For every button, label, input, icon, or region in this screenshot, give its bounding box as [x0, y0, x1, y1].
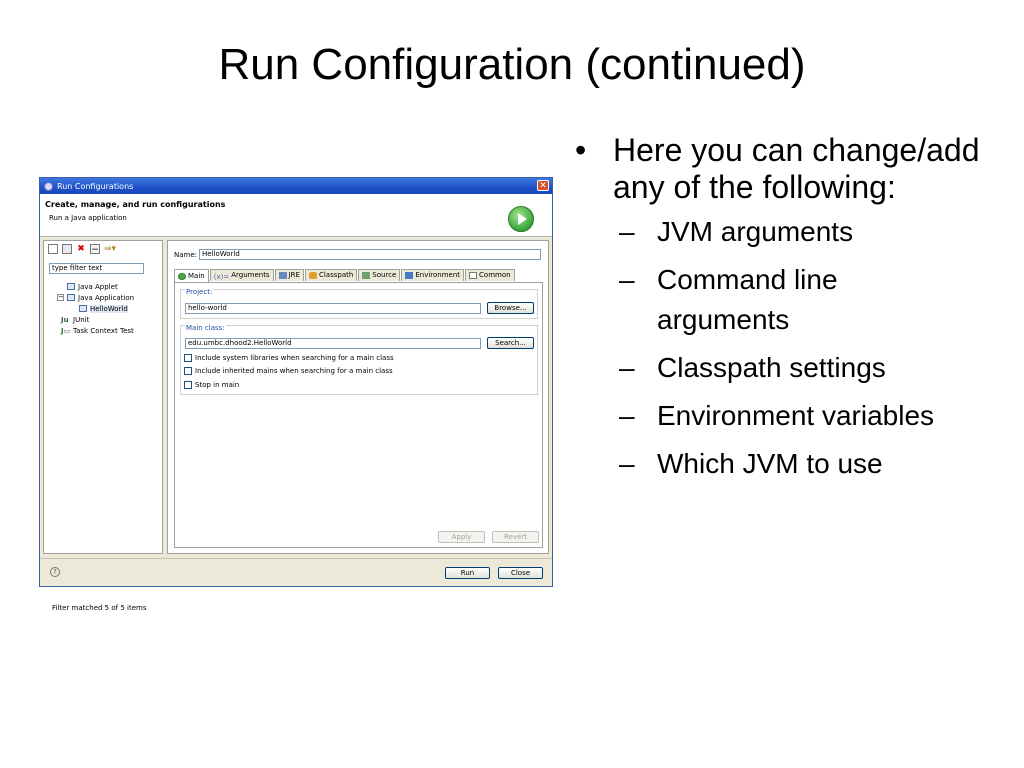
collapse-all-icon[interactable]: − — [90, 244, 100, 255]
dialog-button-bar: ? Run Close — [40, 558, 552, 587]
task-context-icon: J▭ — [61, 326, 71, 335]
main-class-label: Main class: — [185, 324, 226, 332]
configuration-detail-panel: Name: HelloWorld Main (x)= Arguments JRE… — [167, 240, 549, 554]
sub-bullet-jvm-arguments: – JVM arguments — [575, 212, 967, 252]
sub-bullet-which-jvm: – Which JVM to use — [575, 444, 967, 484]
java-class-icon — [79, 305, 87, 312]
dialog-titlebar[interactable]: Run Configurations ✕ — [40, 178, 552, 194]
junit-icon: Ju — [61, 315, 69, 324]
common-tab-icon — [469, 272, 478, 279]
sub-bullet-environment-variables: – Environment variables — [575, 396, 967, 436]
revert-button[interactable]: Revert — [492, 531, 539, 543]
tree-item-java-application[interactable]: − Java Application — [57, 293, 135, 302]
tab-source[interactable]: Source — [358, 269, 401, 281]
config-tree: Java Applet − Java Application HelloWorl… — [49, 281, 134, 336]
arguments-tab-icon: (x)= — [213, 273, 230, 281]
bullet-dot: • — [575, 132, 587, 168]
bullet-list: • Here you can change/add any of the fol… — [575, 132, 1015, 484]
project-group: Project: hello-world Browse... — [180, 288, 538, 319]
bullet-dash: – — [619, 352, 635, 383]
bullet-dash: – — [619, 400, 635, 431]
include-system-libs-checkbox[interactable]: Include system libraries when searching … — [184, 354, 394, 362]
tree-item-task-context-test[interactable]: J▭ Task Context Test — [61, 326, 134, 335]
name-input[interactable]: HelloWorld — [199, 249, 541, 260]
config-toolbar: ✖ − ⇛▾ — [44, 241, 162, 257]
filter-status: Filter matched 5 of 5 items — [52, 604, 147, 612]
project-input[interactable]: hello-world — [185, 303, 481, 314]
run-button[interactable]: Run — [445, 567, 490, 579]
browse-button[interactable]: Browse... — [487, 302, 534, 314]
bullet-dash: – — [619, 216, 635, 247]
close-button[interactable]: Close — [498, 567, 543, 579]
checkbox-box[interactable] — [184, 367, 192, 375]
tab-main[interactable]: Main — [174, 269, 209, 282]
filter-input[interactable]: type filter text — [49, 263, 144, 274]
tab-jre[interactable]: JRE — [274, 269, 304, 281]
config-tabs: Main (x)= Arguments JRE Classpath Source… — [174, 269, 516, 282]
dialog-header: Create, manage, and run configurations R… — [40, 194, 552, 237]
tree-item-junit[interactable]: Ju JUnit — [61, 315, 90, 324]
environment-tab-icon — [405, 272, 414, 279]
tab-common[interactable]: Common — [465, 269, 515, 281]
main-tab-content: Project: hello-world Browse... Main clas… — [174, 282, 543, 548]
jre-tab-icon — [278, 272, 287, 279]
bullet-dash: – — [619, 264, 635, 295]
classpath-tab-icon — [308, 272, 317, 279]
collapse-toggle-icon[interactable]: − — [57, 293, 64, 301]
java-applet-icon — [67, 283, 75, 290]
tab-arguments[interactable]: (x)= Arguments — [209, 269, 274, 281]
help-icon[interactable]: ? — [50, 567, 60, 577]
main-class-input[interactable]: edu.umbc.dhood2.HelloWorld — [185, 338, 481, 349]
run-icon — [508, 206, 534, 232]
new-config-icon[interactable] — [48, 244, 58, 254]
tree-item-helloworld[interactable]: HelloWorld — [49, 303, 134, 314]
bullet-intro: • Here you can change/add any of the fol… — [575, 132, 980, 205]
main-class-group: Main class: edu.umbc.dhood2.HelloWorld S… — [180, 324, 538, 395]
project-label: Project: — [185, 288, 214, 296]
source-tab-icon — [362, 272, 371, 279]
sub-bullet-classpath-settings: – Classpath settings — [575, 348, 967, 388]
include-inherited-mains-checkbox[interactable]: Include inherited mains when searching f… — [184, 367, 393, 375]
checkbox-box[interactable] — [184, 354, 192, 362]
slide-title: Run Configuration (continued) — [218, 40, 806, 89]
eclipse-icon — [44, 181, 53, 191]
name-label: Name: — [174, 251, 198, 259]
java-application-icon — [67, 294, 75, 301]
stop-in-main-checkbox[interactable]: Stop in main — [184, 381, 239, 389]
header-subtitle: Run a Java application — [49, 214, 127, 222]
main-tab-icon — [178, 272, 186, 280]
duplicate-config-icon[interactable] — [62, 244, 72, 254]
dialog-title: Run Configurations — [57, 181, 134, 191]
filter-icon[interactable]: ⇛▾ — [104, 244, 117, 254]
run-configurations-dialog: Run Configurations ✕ Create, manage, and… — [39, 177, 553, 612]
bullet-dash: – — [619, 448, 635, 479]
configuration-list-panel: ✖ − ⇛▾ type filter text Java Applet − Ja… — [43, 240, 163, 612]
sub-bullet-command-line-arguments: – Command line arguments — [575, 260, 967, 340]
apply-button[interactable]: Apply — [438, 531, 485, 543]
delete-config-icon[interactable]: ✖ — [77, 244, 85, 254]
tab-classpath[interactable]: Classpath — [304, 269, 358, 281]
close-window-button[interactable]: ✕ — [537, 180, 549, 191]
header-title: Create, manage, and run configurations — [45, 200, 226, 209]
search-button[interactable]: Search... — [487, 337, 534, 349]
tree-item-java-applet[interactable]: Java Applet — [49, 281, 134, 292]
tab-environment[interactable]: Environment — [401, 269, 465, 281]
checkbox-box[interactable] — [184, 381, 192, 389]
